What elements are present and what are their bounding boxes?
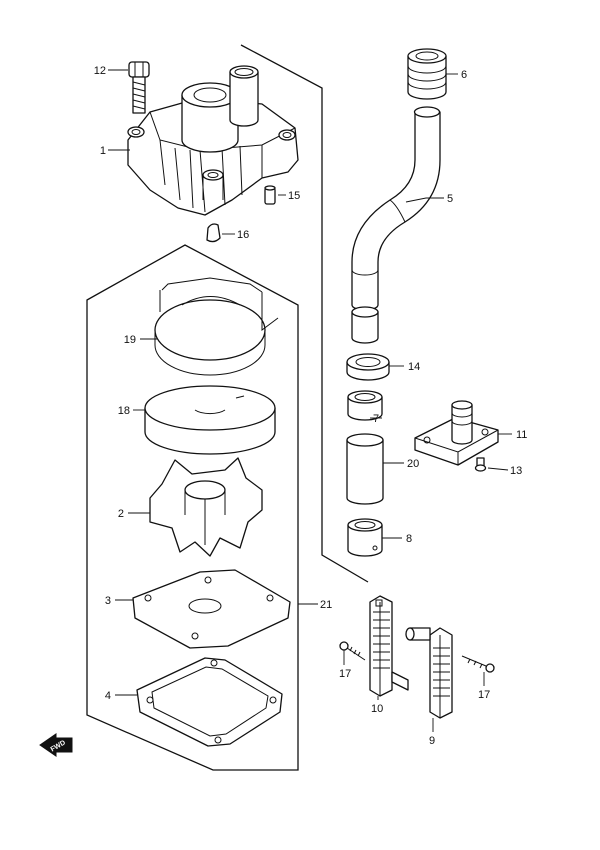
part-10-bracket <box>369 595 409 697</box>
housing-group-frame <box>240 44 369 583</box>
part-15-dowel-pin <box>264 185 276 205</box>
callout-3: 3 <box>105 595 111 607</box>
part-12-bolt <box>128 61 150 114</box>
part-7-bushing <box>347 390 383 421</box>
callout-2: 2 <box>118 508 124 520</box>
callout-18: 18 <box>118 405 130 417</box>
callout-16: 16 <box>237 229 249 241</box>
part-14-seal <box>346 353 390 381</box>
part-11-fitting <box>414 400 499 466</box>
part-16-key <box>206 223 221 243</box>
part-1-pump-housing <box>127 65 299 216</box>
callout-labels: 12 1 15 16 6 5 19 18 14 7 11 13 20 2 8 3… <box>94 65 528 747</box>
callout-7: 7 <box>373 413 379 425</box>
callout-14: 14 <box>408 361 420 373</box>
callout-4: 4 <box>105 690 111 702</box>
callout-11: 11 <box>516 429 527 441</box>
part-3-plate <box>132 569 291 649</box>
callout-17-right: 17 <box>478 689 490 701</box>
repair-kit-frame <box>86 244 299 771</box>
callout-6: 6 <box>461 69 467 81</box>
callout-9: 9 <box>429 735 435 747</box>
part-8-guide <box>347 518 383 557</box>
callout-19: 19 <box>124 334 136 346</box>
callout-20: 20 <box>407 458 419 470</box>
part-18-cover <box>144 385 276 455</box>
part-20-sleeve <box>346 433 384 505</box>
part-6-grommet <box>407 48 447 100</box>
callout-13: 13 <box>510 465 522 477</box>
leader-lines <box>108 69 512 732</box>
part-9-bracket <box>405 627 453 719</box>
callout-12: 12 <box>94 65 106 77</box>
part-17-screw-right <box>461 655 495 673</box>
callout-5: 5 <box>447 193 453 205</box>
part-13-screw <box>474 457 487 472</box>
callout-17-left: 17 <box>339 668 351 680</box>
part-17-screw-left <box>339 641 366 661</box>
part-4-gasket <box>136 657 283 747</box>
part-19-liner <box>154 277 279 376</box>
part-2-impeller <box>149 457 263 557</box>
callout-10: 10 <box>371 703 383 715</box>
callout-1: 1 <box>100 145 106 157</box>
fwd-arrow-icon: FWD <box>39 733 73 757</box>
part-5-water-tube <box>351 106 441 344</box>
callout-8: 8 <box>406 533 412 545</box>
callout-15: 15 <box>288 190 300 202</box>
callout-21: 21 <box>320 599 332 611</box>
